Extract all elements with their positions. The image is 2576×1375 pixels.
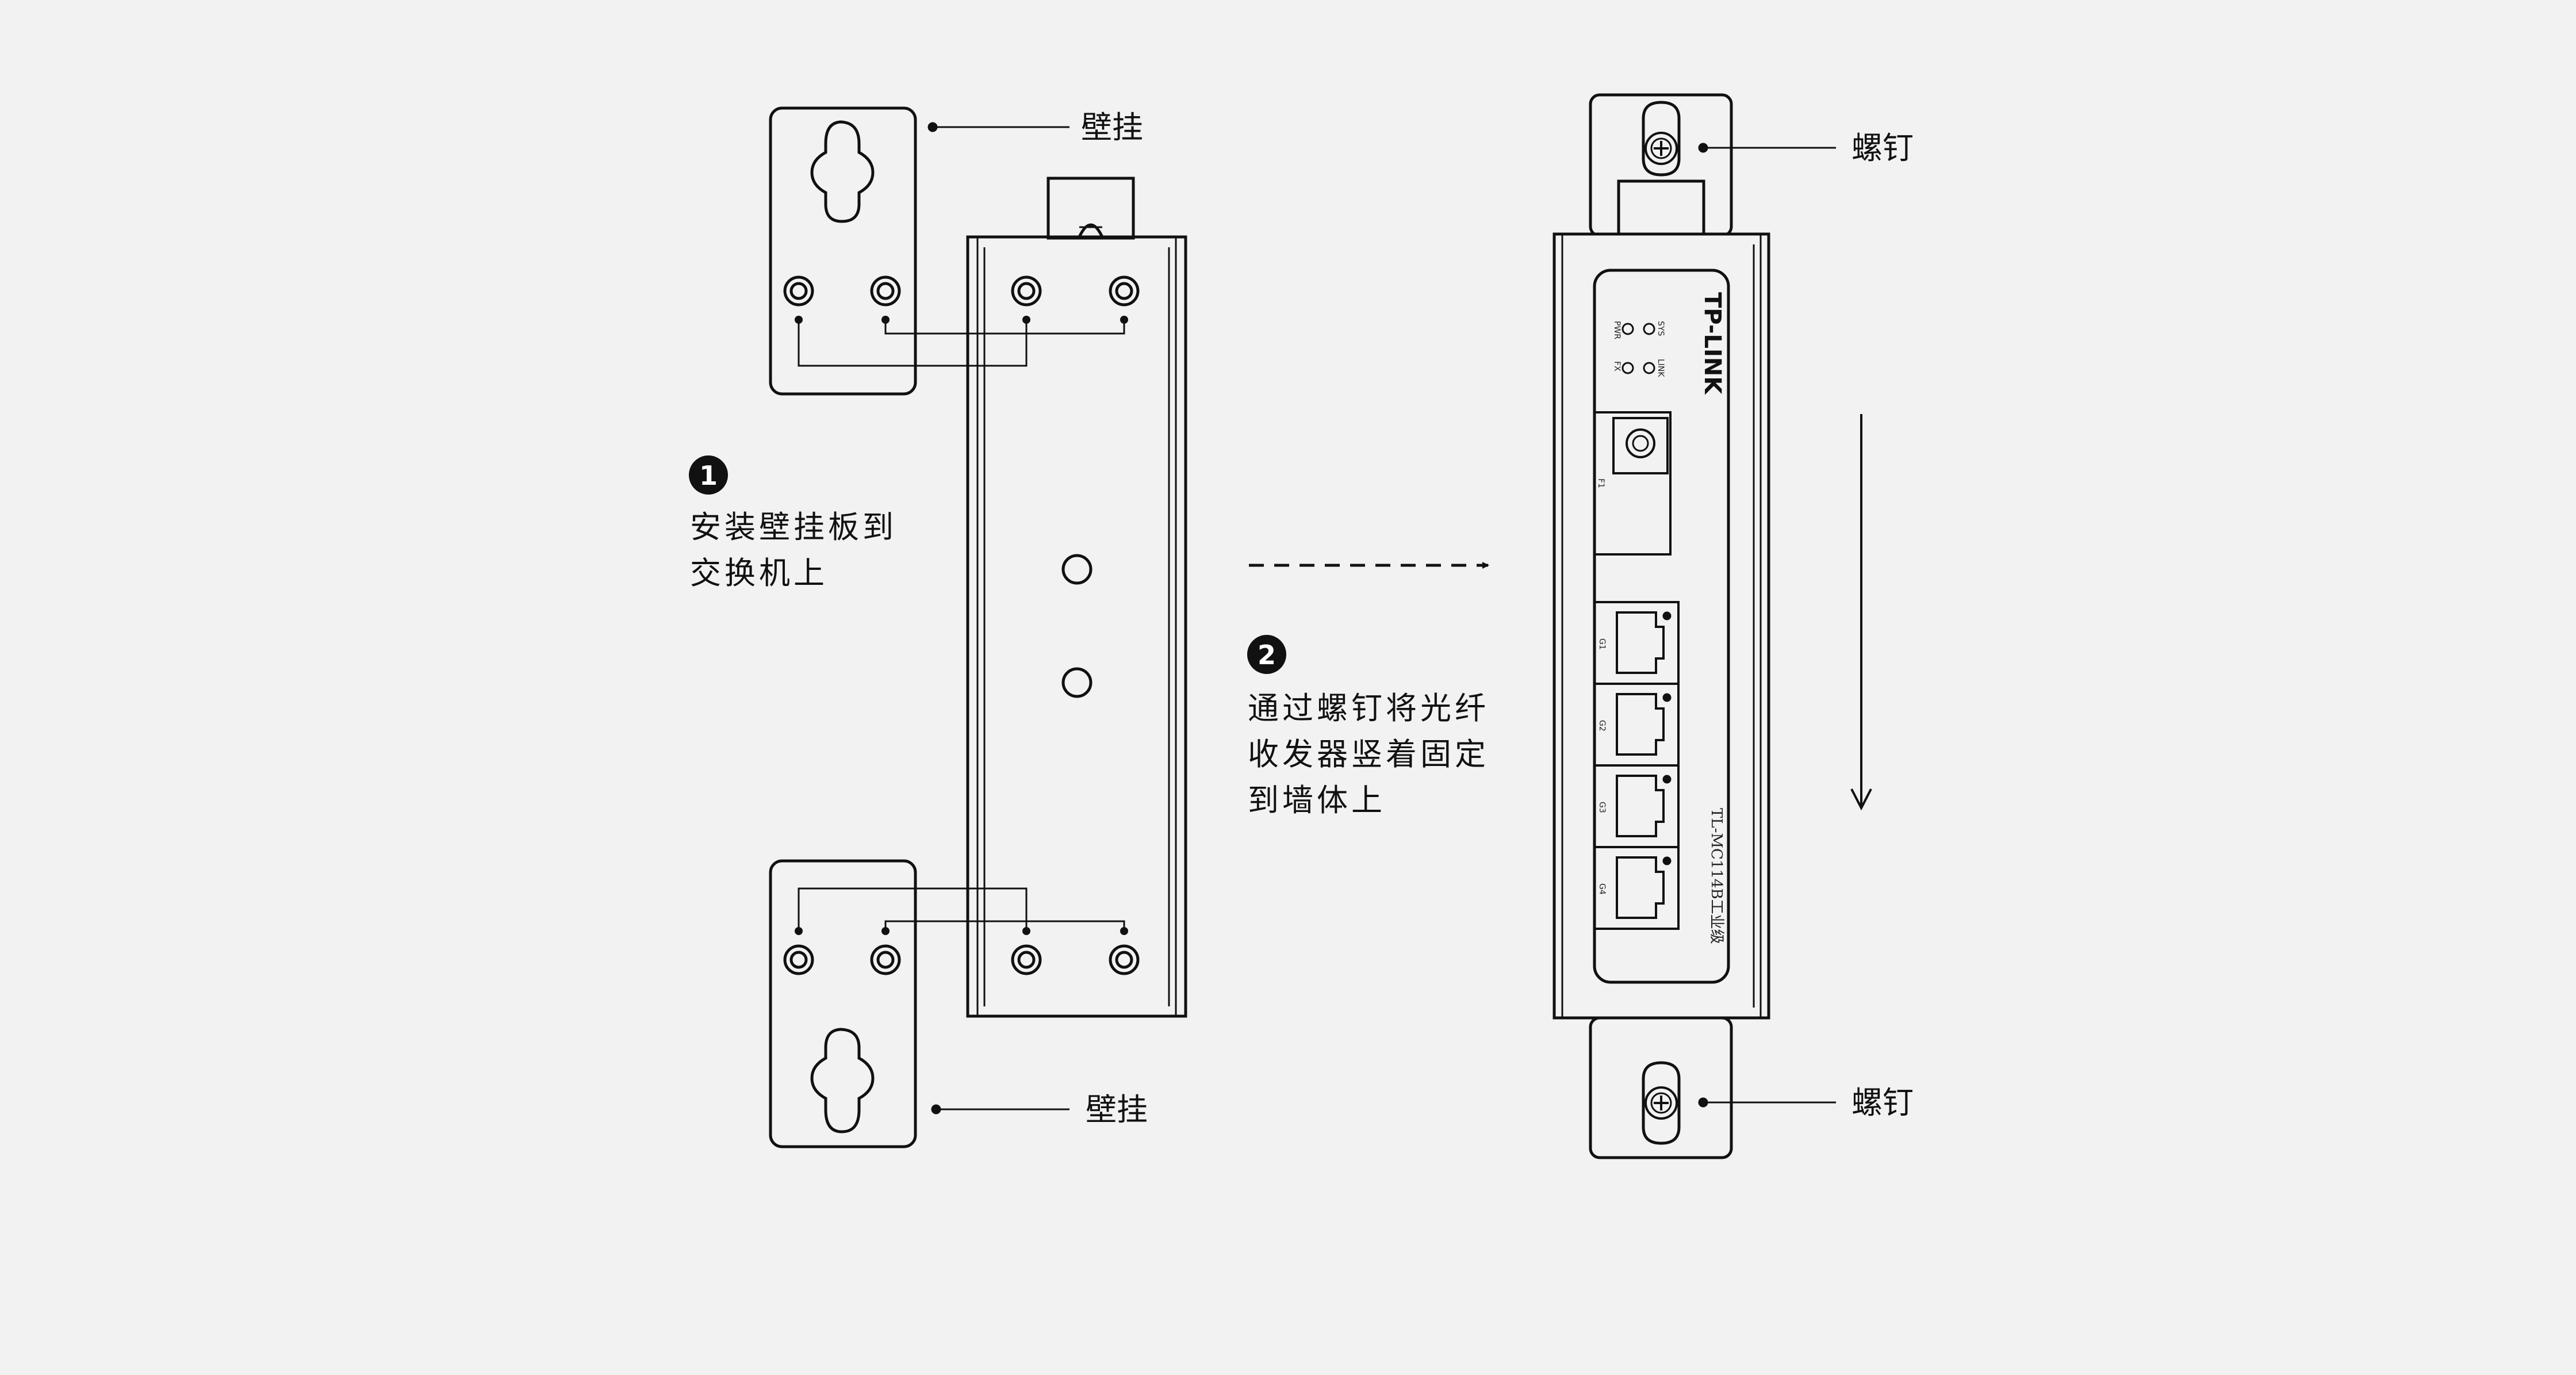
step-2-number: 2 [1258,639,1276,671]
led-pwr [1621,323,1634,335]
wall-mount-plate-top [769,106,917,396]
alignment-dots [795,316,1128,935]
screw-top-icon [1642,101,1681,177]
led-sys [1643,323,1655,335]
step-1-line-1: 安装壁挂板到 [690,509,897,545]
port-label-g2: G2 [1597,720,1607,731]
led-label-link: LINK [1656,359,1665,377]
led-fx [1621,362,1634,374]
clip-screw [1078,223,1104,238]
rj45-port-g4 [1593,846,1680,930]
step-1-badge [689,455,728,495]
step-1-line-2: 交换机上 [690,555,828,591]
keyhole-slot-top [810,120,875,223]
led-label-sys: SYS [1656,321,1665,336]
wall-mount-plate-bottom [769,859,917,1148]
step-2-line-1: 通过螺钉将光纤 [1248,690,1489,726]
label-screw-top: 螺钉 [1851,130,1914,166]
step-2: 2 通过螺钉将光纤 收发器竖着固定 到墙体上 [1247,635,1489,818]
direction-arrow-head [1850,788,1872,811]
led-link [1643,362,1655,374]
alignment-lines [798,320,1125,931]
port-label-g3: G3 [1597,802,1607,813]
step-2-badge [1247,635,1286,674]
step-2-line-2: 收发器竖着固定 [1248,736,1489,772]
leader-screw-top [1698,143,1836,153]
port-label-g4: G4 [1597,883,1607,895]
device-body [966,235,1187,1018]
leader-screw-bottom [1698,1097,1836,1108]
model-label: TL-MC114B工业级 [1708,808,1725,944]
keyhole-slot-bottom [810,1028,875,1133]
led-label-fx: FX [1612,361,1621,371]
fiber-port-connector [1612,417,1669,474]
screw-bottom-icon [1642,1061,1681,1145]
fiber-port-frame [1593,411,1672,556]
label-wall-mount-top: 壁挂 [1081,109,1143,145]
brand-logo: TP-LINK [1699,292,1726,395]
leader-wall-mount-bottom [931,1104,1070,1114]
device-back-view [966,177,1187,1018]
led-label-pwr: PWR [1612,321,1621,339]
step-1: 1 安装壁挂板到 交换机上 [689,455,897,591]
fiber-port-label: F1 [1596,478,1605,488]
label-wall-mount-bottom: 壁挂 [1086,1091,1148,1128]
step-1-number: 1 [699,460,718,491]
step-2-line-3: 到墙体上 [1248,782,1386,818]
port-label-g1: G1 [1597,638,1607,650]
device-front-view [1552,93,1770,1159]
leader-wall-mount-top [927,122,1070,132]
label-screw-bottom: 螺钉 [1851,1085,1914,1121]
top-clip [1046,177,1135,240]
